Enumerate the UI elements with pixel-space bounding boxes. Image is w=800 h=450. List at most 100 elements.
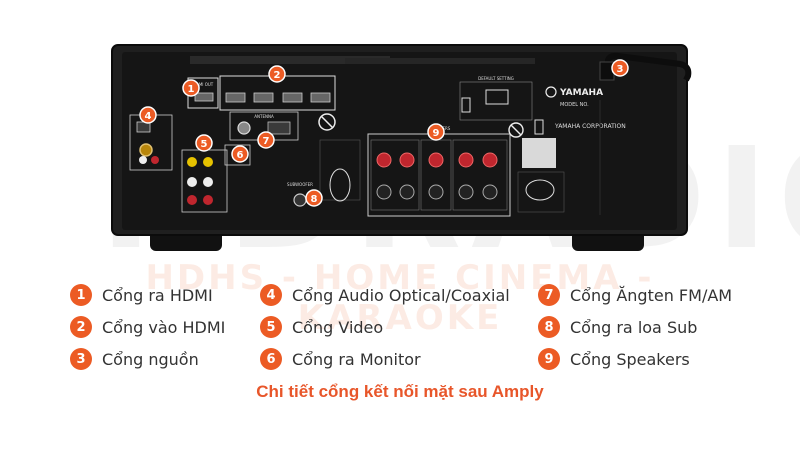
antenna-label: ANTENNA [254,114,274,119]
amplifier-rear-panel: HDMI OUT ANTENNA SUBWOOFER SPEAKERS [111,44,692,251]
callout-5: 5 [195,134,213,152]
legend-label-2: Cổng vào HDMI [102,317,226,337]
monitor-frame [224,144,251,166]
video-jack-white-1 [187,177,197,187]
legend-label-8: Cổng ra loa Sub [570,317,698,337]
legend-item-2: 2 Cổng vào HDMI [70,314,225,340]
speaker-terminal-black-2 [399,184,415,200]
callout-6: 6 [231,145,249,163]
legend-label-7: Cổng Ăngten FM/AM [570,285,733,305]
caution-label [522,138,556,168]
speaker-terminal-red-4 [458,152,474,168]
brand-logo: YAMAHA [559,88,603,98]
video-jack-red-1 [187,195,197,205]
legend-item-9: 9 Cổng Speakers [538,346,690,372]
am-antenna-terminal [267,121,291,135]
legend-item-3: 3 Cổng nguồn [70,346,199,372]
video-jack-yellow-1 [187,157,197,167]
callout-8: 8 [305,189,323,207]
legend-number-3: 3 [70,348,92,370]
subwoofer-jack [293,193,307,207]
legend-number-5: 5 [260,316,282,338]
tv-icon [485,89,509,105]
callout-2-number: 2 [274,70,281,81]
figure-caption: Chi tiết cổng kết nối mặt sau Amply [256,382,544,401]
callout-4-number: 4 [145,111,152,122]
speaker-terminal-red-3 [428,152,444,168]
legend-number-2: 2 [70,316,92,338]
legend-number-9: 9 [538,348,560,370]
legend-number-4: 4 [260,284,282,306]
yamaha-emblem-icon [545,86,557,98]
hdmi-in-port-1 [225,92,246,103]
hdmi-in-port-2 [253,92,274,103]
video-jack-yellow-2 [203,157,213,167]
plug-drawing [329,168,351,202]
speaker-section-3 [452,139,508,211]
callout-8-number: 8 [311,194,318,205]
default-setting-box [459,81,533,121]
speaker-terminal-red-1 [376,152,392,168]
callout-6-number: 6 [237,150,244,161]
warning-symbol-2 [508,122,524,138]
plug-diagram [517,171,565,213]
legend-label-6: Cổng ra Monitor [292,349,421,369]
audio-port-white [139,156,147,164]
corporation-label: YAMAHA CORPORATION [554,123,626,130]
legend-item-8: 8 Cổng ra loa Sub [538,314,697,340]
legend-number-8: 8 [538,316,560,338]
legend-number-6: 6 [260,348,282,370]
callout-3-number: 3 [617,64,624,75]
legend-label-1: Cổng ra HDMI [102,285,213,305]
fm-antenna-jack [237,121,251,135]
speaker-icon-left [461,97,471,113]
audio-port-red [151,156,159,164]
hdmi-out-label: HDMI OUT [193,82,214,87]
legend-number-7: 7 [538,284,560,306]
model-label: MODEL NO. [560,102,589,108]
port-legend: 1 Cổng ra HDMI 2 Cổng vào HDMI 3 Cổng ng… [0,270,800,450]
speaker-terminal-red-5 [482,152,498,168]
speaker-terminal-red-2 [399,152,415,168]
callout-9-number: 9 [433,128,440,139]
legend-item-6: 6 Cổng ra Monitor [260,346,421,372]
callout-3: 3 [611,59,629,77]
speaker-icon-right [534,119,544,135]
speaker-terminal-black-4 [458,184,474,200]
legend-item-5: 5 Cổng Video [260,314,383,340]
callout-7-number: 7 [263,136,270,147]
label-strip [190,56,390,64]
legend-item-7: 7 Cổng Ăngten FM/AM [538,282,732,308]
power-cord [605,52,692,82]
video-jack-red-2 [203,195,213,205]
hdmi-in-port-3 [282,92,303,103]
subwoofer-label: SUBWOOFER [287,182,313,187]
default-setting-label: DEFAULT SETTING [478,76,514,81]
coaxial-port [139,143,153,157]
legend-label-3: Cổng nguồn [102,349,199,369]
warning-slash-2 [510,124,522,136]
legend-label-9: Cổng Speakers [570,349,690,369]
hdmi-out-port [194,92,214,102]
callout-9: 9 [427,123,445,141]
speaker-terminal-black-5 [482,184,498,200]
hdmi-in-port-4 [310,92,331,103]
warning-slash-1 [320,115,334,129]
legend-label-5: Cổng Video [292,317,384,337]
callout-1: 1 [182,79,200,97]
legend-label-4: Cổng Audio Optical/Coaxial [292,285,510,305]
callout-7: 7 [257,131,275,149]
callout-5-number: 5 [201,139,208,150]
speaker-section-1 [370,139,420,211]
speaker-terminal-black-1 [376,184,392,200]
legend-number-1: 1 [70,284,92,306]
speaker-terminal-black-3 [428,184,444,200]
warning-symbol-1 [318,113,336,131]
connection-diagram [319,139,361,201]
video-jack-white-2 [203,177,213,187]
label-strip-2 [345,58,535,64]
legend-item-4: 4 Cổng Audio Optical/Coaxial [260,282,510,308]
legend-item-1: 1 Cổng ra HDMI [70,282,213,308]
plug-drawing-2 [525,179,555,201]
callout-4: 4 [139,106,157,124]
